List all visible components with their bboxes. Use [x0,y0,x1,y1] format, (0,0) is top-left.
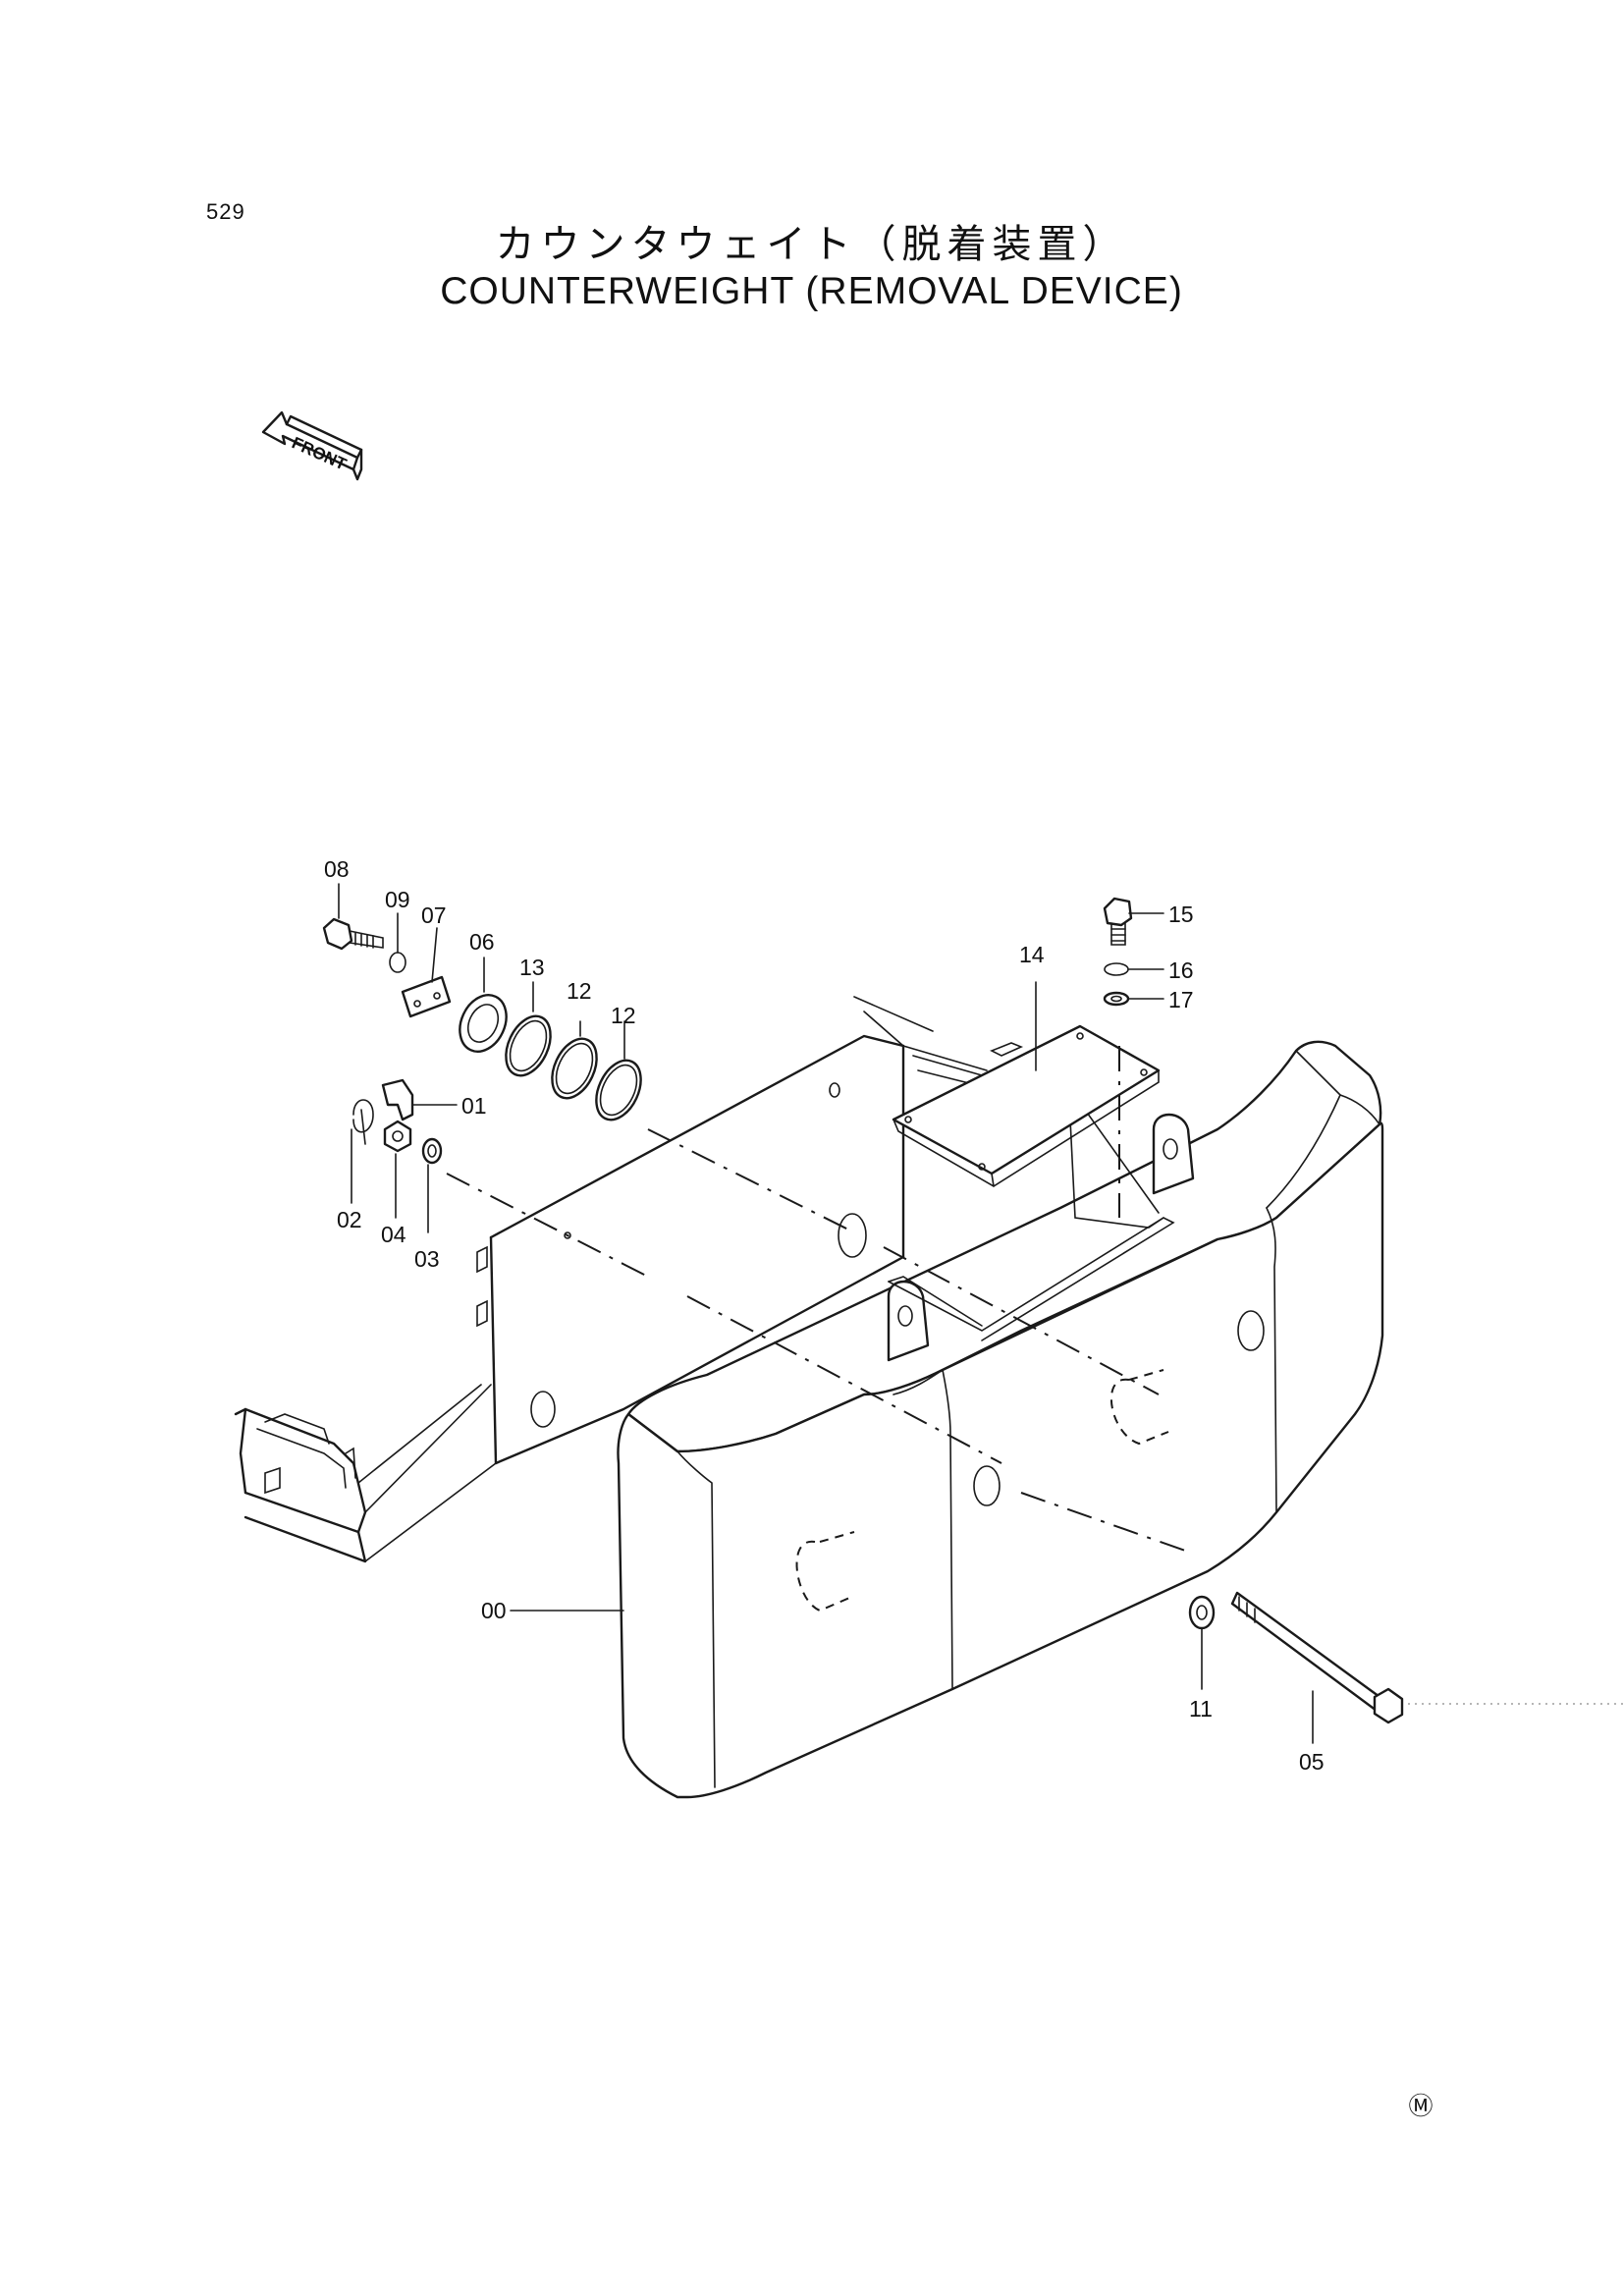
leader-lines [338,883,1314,1744]
part-label-05: 05 [1299,1749,1325,1775]
part-label-08: 08 [324,856,350,882]
part-label-06: 06 [469,929,495,955]
center-lines [446,1046,1623,1705]
part-label-16: 16 [1168,957,1194,983]
part-label-17: 17 [1168,987,1194,1012]
part-label-13: 13 [519,955,545,980]
part-label-12b: 12 [611,1003,636,1028]
part-label-07: 07 [421,902,447,928]
part-label-15: 15 [1168,902,1194,927]
hardware-parts [322,897,1404,1724]
part-label-02: 02 [337,1207,362,1232]
counterweight-body [617,1040,1384,1799]
part-label-01: 01 [461,1093,487,1119]
m-mark-icon: Ⓜ [1408,2093,1434,2120]
part-label-09: 09 [385,887,410,912]
part-label-04: 04 [381,1222,406,1247]
part-label-14: 14 [1019,942,1045,967]
page-number: 529 [206,199,245,224]
part-label-00: 00 [481,1598,507,1623]
cover-plate [892,1024,1161,1187]
title-english: COUNTERWEIGHT (REMOVAL DEVICE) [440,270,1183,312]
part-label-12a: 12 [567,978,592,1004]
part-number-labels: 08 09 07 06 13 12 12 01 02 04 03 14 15 1… [324,856,1325,1775]
part-label-03: 03 [414,1246,440,1272]
title-japanese: カウンタウェイト（脱着装置） [495,222,1128,267]
front-arrow-icon: FRONT [261,410,363,481]
part-label-11: 11 [1189,1696,1213,1722]
